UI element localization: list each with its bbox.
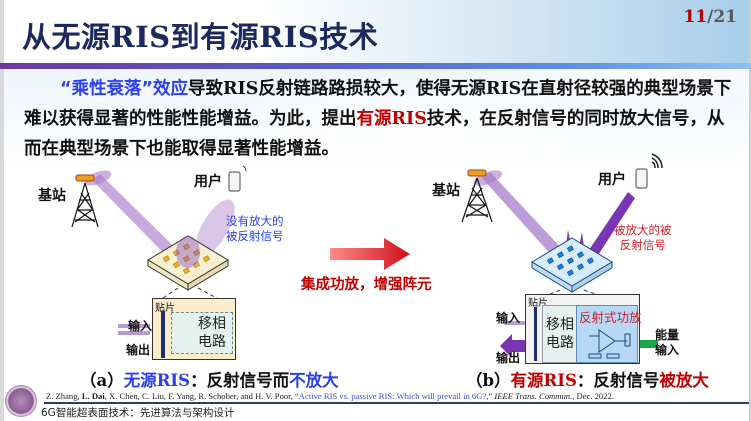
footer-course-title: 6G智能超表面技术：先进算法与架构设计 xyxy=(41,407,235,419)
ref-author-bold: L. Dai xyxy=(81,391,105,401)
slide-title: 从无源RIS到有源RIS技术 xyxy=(22,14,378,56)
patch-label: 贴片 xyxy=(155,303,175,314)
left-border xyxy=(0,0,4,421)
ref-authors: , X. Chen, C. Liu, F. Yang, R. Schober, … xyxy=(104,391,299,401)
title-part: 到有源 xyxy=(170,20,260,54)
caption-active: 有源 xyxy=(510,371,544,390)
caption-part: （ xyxy=(80,371,97,390)
op-amp-icon xyxy=(588,329,631,359)
amplifier-label: 反射式功放 xyxy=(579,310,642,325)
circuit-label: 移相 电路 xyxy=(198,315,226,351)
university-logo xyxy=(5,385,37,417)
para-text: 导致 xyxy=(188,79,224,99)
user-phone-icon xyxy=(228,171,241,192)
circuit-label: 移相 电路 xyxy=(546,316,574,352)
highlight-multiplicative-fading: “乘性衰落”效应 xyxy=(60,79,189,99)
phase-shifter-circuit: 移相 电路 xyxy=(542,305,577,363)
right-user-label: 用户 xyxy=(598,172,626,188)
caption-amplified: 被放大 xyxy=(659,371,709,390)
reflection-amplifier: 反射式功放 xyxy=(576,305,642,363)
para-text: 技术，在反射信号的同时放大信号，从而在典型场景下也能取得显著性能增益。 xyxy=(24,109,725,159)
feed-line xyxy=(161,311,165,358)
highlight-active-ris: RIS xyxy=(391,109,427,129)
header-background xyxy=(0,0,751,64)
left-user-label: 用户 xyxy=(194,174,222,190)
caption-part: ：反射信号而 xyxy=(190,371,290,390)
patch-label: 贴片 xyxy=(528,298,548,309)
base-station-tower-icon xyxy=(461,177,493,223)
total-pages: 21 xyxy=(713,7,737,27)
footer-divider xyxy=(44,402,749,404)
left-input-label: 输入 xyxy=(128,319,153,333)
right-caption: （b）有源RIS：反射信号被放大 xyxy=(466,367,709,391)
title-ris: RIS xyxy=(110,20,171,54)
ref-journal: IEEE Trans. Commun. xyxy=(494,391,573,401)
caption-ris: RIS xyxy=(156,371,191,390)
para-text: 反射链路路损较大，使得无源 xyxy=(258,79,486,99)
caption-letter: a xyxy=(96,371,108,390)
caption-letter: b xyxy=(482,371,495,390)
energy-input-label: 能量 输入 xyxy=(655,328,679,358)
left-signal-note: 没有放大的 被反射信号 xyxy=(226,214,284,244)
circuit-line: 移相 xyxy=(198,316,226,332)
left-output-label: 输出 xyxy=(126,343,151,357)
circuit-line: 电路 xyxy=(198,334,226,350)
caption-part: ：反射信号 xyxy=(576,371,660,390)
caption-no-amplify: 不放大 xyxy=(289,371,339,390)
ref-punct: ,” xyxy=(486,391,495,401)
title-ris: RIS xyxy=(259,20,320,54)
base-station-tower-icon xyxy=(71,182,99,228)
highlight-active: 有源 xyxy=(356,109,392,129)
caption-passive: 无源 xyxy=(123,371,157,390)
body-paragraph: “乘性衰落”效应导致RIS反射链路路损较大，使得无源RIS在直射径较强的典型场景… xyxy=(24,74,734,164)
left-patch-box: 贴片 移相 电路 xyxy=(152,298,236,360)
right-border xyxy=(749,0,751,421)
caption-part: ） xyxy=(107,371,124,390)
right-patch-box: 贴片 移相 电路 反射式功放 xyxy=(525,294,642,364)
caption-part: （ xyxy=(466,371,483,390)
ref-paper-link[interactable]: Active RIS vs. passive RIS: Which will p… xyxy=(298,391,487,401)
left-caption: （a）无源RIS：反射信号而不放大 xyxy=(80,367,339,391)
page-separator: / xyxy=(707,7,714,27)
para-ris: RIS xyxy=(485,79,522,99)
transition-arrow-icon xyxy=(330,238,410,270)
title-part: 从无源 xyxy=(22,20,111,54)
note-line: 被放大的被 xyxy=(614,223,672,237)
note-line: 被反射信号 xyxy=(226,229,284,243)
right-signal-note: 被放大的被 反射信号 xyxy=(614,223,672,253)
title-underline xyxy=(0,63,751,69)
energy-line: 能量 xyxy=(655,328,680,342)
user-phone-icon xyxy=(635,168,648,189)
para-ris: RIS xyxy=(223,79,259,99)
note-line: 没有放大的 xyxy=(226,214,284,228)
energy-line: 输入 xyxy=(655,343,680,357)
current-page: 11 xyxy=(683,7,708,27)
right-output-label: 输出 xyxy=(496,351,521,365)
right-base-station-label: 基站 xyxy=(432,183,460,199)
para-text: 在直射径较强的典型场景下难以获得显著的性能性能增益。为此，提出 xyxy=(24,79,732,129)
circuit-line: 电路 xyxy=(546,335,574,351)
page-number: 11/21 xyxy=(683,7,737,27)
note-line: 反射信号 xyxy=(619,238,666,252)
ris-elements xyxy=(162,243,210,275)
ref-date: , Dec. 2022. xyxy=(572,391,614,401)
caption-part: ） xyxy=(494,371,511,390)
transition-label: 集成功放，增强阵元 xyxy=(301,277,432,293)
title-part: 技术 xyxy=(319,20,379,54)
ris-elements xyxy=(546,245,594,277)
circuit-line: 移相 xyxy=(546,317,574,333)
ref-authors: Z. Zhang, xyxy=(46,391,82,401)
phase-shifter-circuit: 移相 电路 xyxy=(171,312,233,354)
left-base-station-label: 基站 xyxy=(38,188,66,204)
reference-citation: Z. Zhang, L. Dai, X. Chen, C. Liu, F. Ya… xyxy=(46,391,614,401)
feed-line xyxy=(534,307,537,361)
right-input-label: 输入 xyxy=(496,311,521,325)
caption-ris: RIS xyxy=(543,371,577,390)
wifi-signal-icon xyxy=(651,153,663,169)
